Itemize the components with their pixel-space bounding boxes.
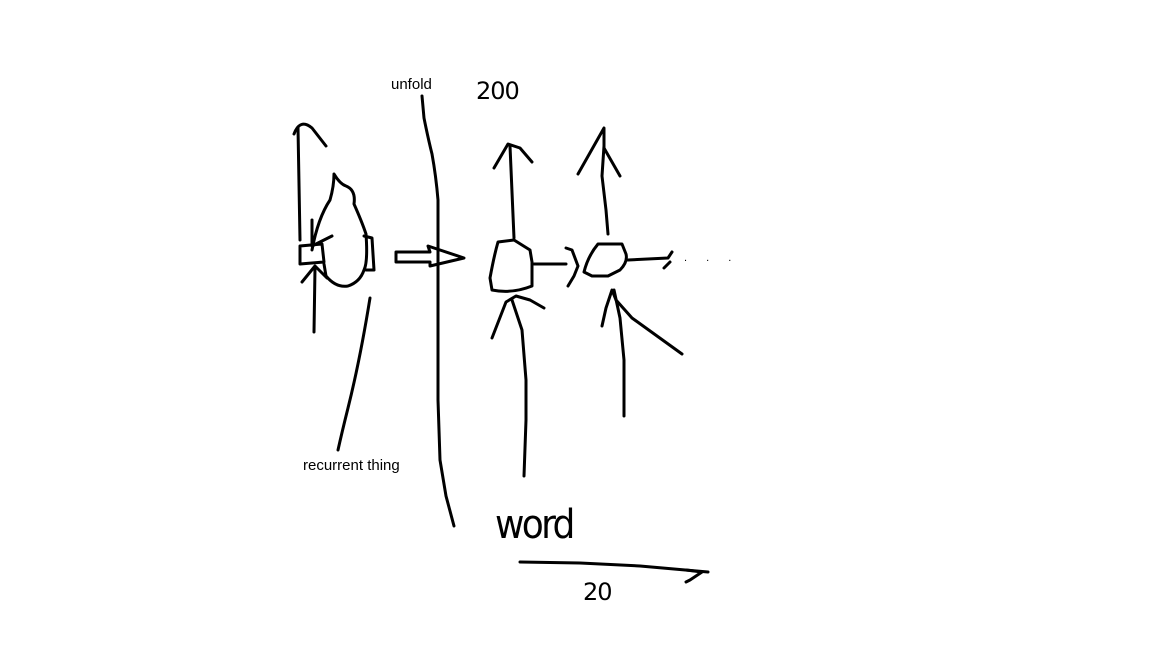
unfolded-cell-1 xyxy=(488,238,534,293)
unfolded-cell-1-group xyxy=(488,142,568,478)
cell-2-input-arrowhead xyxy=(600,288,684,356)
recurrent-input-arrowhead xyxy=(300,264,329,284)
unfold-arrow xyxy=(394,244,466,268)
recurrent-output-arrowhead xyxy=(292,122,328,148)
cell-2-output-arrowhead xyxy=(576,126,622,178)
ellipsis-marker: . . . xyxy=(684,252,740,264)
unfolded-cell-2 xyxy=(582,242,628,278)
recurrent-pointer-line xyxy=(336,296,372,452)
word-label: word xyxy=(495,502,575,548)
sequence-arrow-line xyxy=(518,560,710,574)
cell-2-output-arrow xyxy=(600,144,610,236)
count-top-label: 200 xyxy=(476,77,520,105)
recurrent-output-arrow xyxy=(296,126,302,242)
count-bottom-label: 20 xyxy=(583,578,613,606)
recurrent-thing-label: recurrent thing xyxy=(303,457,400,474)
cell-2-link-tail xyxy=(662,260,672,270)
cell-1-output-arrow xyxy=(508,144,516,240)
recurrent-loop-bracket xyxy=(362,234,376,272)
divider-line xyxy=(420,94,456,528)
recurrent-self-loop xyxy=(310,172,369,288)
recurrent-loop-tick xyxy=(310,218,334,248)
cell-2-link xyxy=(626,250,674,262)
sequence-arrowhead xyxy=(684,568,704,584)
cell-1-output-arrowhead xyxy=(492,142,534,170)
recurrent-input-arrow xyxy=(312,266,317,334)
cell-2-input-arrow xyxy=(612,288,626,418)
unfold-label: unfold xyxy=(391,76,432,93)
cell-1-input-arrowhead xyxy=(490,294,546,340)
recurrent-cell-group xyxy=(292,122,376,452)
sequence-arrow-group xyxy=(518,560,710,584)
cell-1-input-arrow xyxy=(510,298,528,478)
unfolded-cell-2-group xyxy=(564,126,684,418)
link-bracket xyxy=(564,246,580,288)
unfold-arrow-group xyxy=(394,244,466,268)
